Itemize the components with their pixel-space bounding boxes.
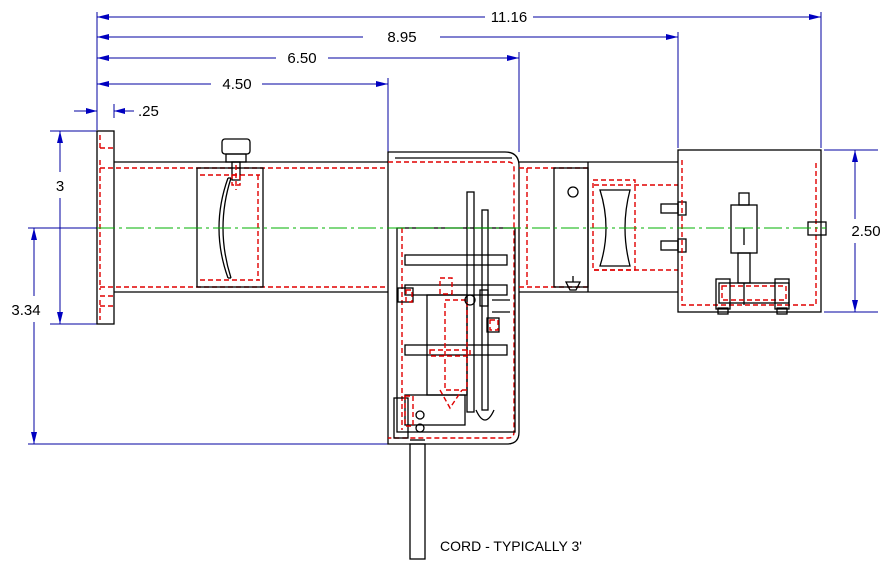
dim-box-height: 2.50 bbox=[851, 223, 880, 240]
cord-note: CORD - TYPICALLY 3' bbox=[440, 538, 582, 554]
handle-housing bbox=[387, 151, 520, 445]
dimension-lines bbox=[28, 12, 878, 445]
dim-flange-height: 3 bbox=[56, 178, 64, 195]
end-box bbox=[677, 149, 827, 315]
dim-flange-thickness: .25 bbox=[138, 103, 159, 120]
main-tube bbox=[100, 161, 388, 293]
dim-length-4: 4.50 bbox=[222, 76, 251, 93]
dim-length-2: 8.95 bbox=[387, 29, 416, 46]
dim-length-3: 6.50 bbox=[287, 50, 316, 67]
middle-tube bbox=[519, 161, 589, 293]
lens-assembly-1 bbox=[196, 138, 264, 288]
dim-overall-length: 11.16 bbox=[491, 9, 527, 26]
cord bbox=[409, 439, 426, 560]
lens-assembly-2 bbox=[587, 161, 687, 293]
dim-handle-depth: 3.34 bbox=[11, 302, 40, 319]
